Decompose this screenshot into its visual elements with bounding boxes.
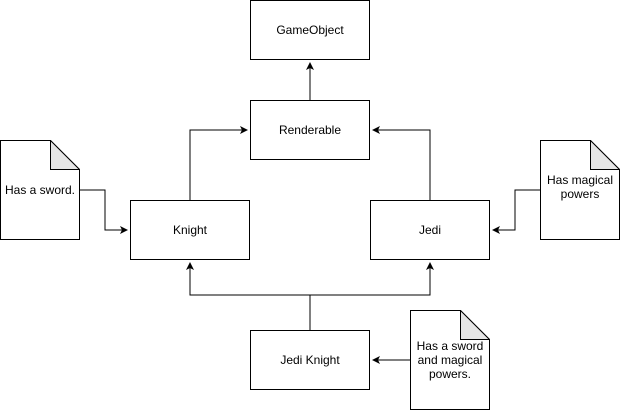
note-shape — [540, 140, 620, 240]
node-jedi-knight-label: Jedi Knight — [280, 353, 340, 367]
note-jedi-knight-line2: and magical — [417, 352, 483, 367]
edge-jediknight-to-knight — [186, 262, 311, 330]
edge-jedi-to-renderable — [372, 126, 431, 200]
edge-note-to-knight — [80, 189, 128, 234]
edge-jediknight-to-jedi — [310, 262, 434, 296]
note-jedi-knight[interactable]: Has a sword and magical powers. — [410, 310, 490, 410]
note-jedi-knight-text: Has a sword and magical powers. — [417, 339, 484, 381]
node-knight-label: Knight — [172, 223, 208, 237]
node-gameobject[interactable]: GameObject — [250, 0, 370, 60]
note-jedi[interactable]: Has magical powers — [540, 140, 620, 240]
note-jedi-text: Has magical powers — [547, 173, 613, 201]
edge-note-to-jedi — [492, 189, 540, 234]
note-shape — [410, 310, 490, 410]
note-knight[interactable]: Has a sword. — [0, 140, 80, 240]
node-knight[interactable]: Knight — [130, 200, 250, 260]
note-jedi-knight-line1: Has a sword — [416, 338, 484, 353]
node-jedi-knight[interactable]: Jedi Knight — [250, 330, 370, 390]
node-jedi[interactable]: Jedi — [370, 200, 490, 260]
note-knight-text: Has a sword. — [4, 183, 76, 197]
node-jedi-label: Jedi — [418, 223, 441, 237]
note-jedi-line2: powers — [560, 187, 600, 201]
note-jedi-knight-line3: powers. — [428, 366, 471, 381]
note-shape — [0, 140, 80, 240]
edge-knight-to-renderable — [189, 126, 248, 200]
note-jedi-line1: Has magical — [546, 173, 614, 187]
node-renderable[interactable]: Renderable — [250, 100, 370, 160]
node-renderable-label: Renderable — [278, 123, 342, 137]
node-gameobject-label: GameObject — [276, 23, 344, 37]
